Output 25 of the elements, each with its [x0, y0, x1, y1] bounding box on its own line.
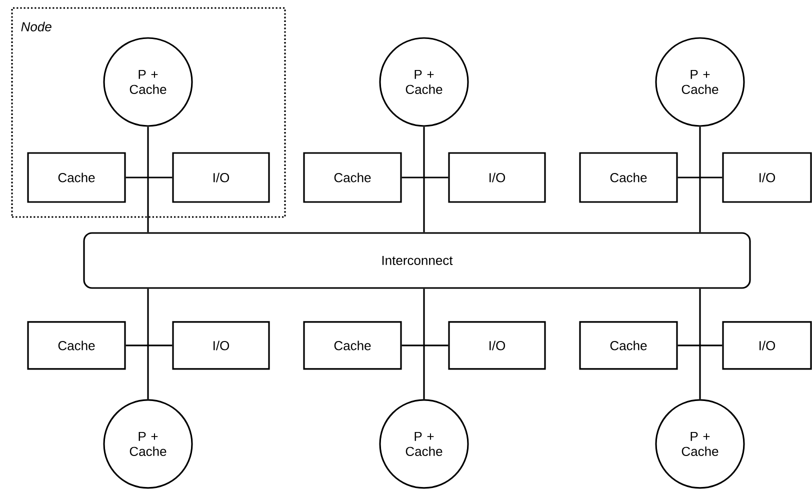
component-box: Cache: [579, 152, 678, 203]
component-box: Cache: [579, 321, 678, 370]
connector-line: [423, 288, 425, 400]
component-box: I/O: [448, 152, 546, 203]
connector-line: [126, 344, 172, 346]
component-box: I/O: [722, 321, 812, 370]
component-box: Cache: [27, 321, 126, 370]
interconnect-bar: Interconnect: [83, 232, 751, 289]
connector-line: [678, 176, 722, 178]
connector-line: [402, 176, 448, 178]
component-box: Cache: [303, 321, 402, 370]
connector-line: [678, 344, 722, 346]
connector-line: [147, 126, 149, 232]
connector-line: [147, 288, 149, 400]
component-box: Cache: [27, 152, 126, 203]
component-box: I/O: [172, 152, 270, 203]
connector-line: [699, 288, 701, 400]
connector-line: [423, 126, 425, 232]
connector-line: [402, 344, 448, 346]
component-box: I/O: [722, 152, 812, 203]
component-box: I/O: [172, 321, 270, 370]
component-box: Cache: [303, 152, 402, 203]
component-box: I/O: [448, 321, 546, 370]
connector-line: [126, 176, 172, 178]
connector-line: [699, 126, 701, 232]
